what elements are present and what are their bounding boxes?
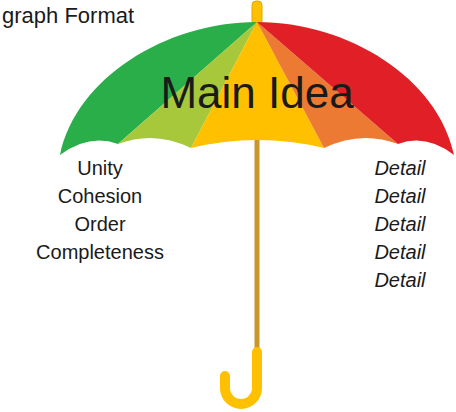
quality-label: Unity: [77, 157, 123, 180]
quality-label: Cohesion: [58, 185, 143, 208]
quality-label: Order: [74, 213, 125, 236]
detail-label: Detail: [374, 269, 425, 292]
umbrella-tip: [252, 1, 262, 25]
detail-label: Detail: [374, 185, 425, 208]
quality-label: Completeness: [36, 241, 164, 264]
detail-label: Detail: [374, 213, 425, 236]
main-idea-label: Main Idea: [160, 68, 353, 119]
detail-label: Detail: [374, 157, 425, 180]
detail-label: Detail: [374, 241, 425, 264]
umbrella-canopy: Main Idea: [56, 18, 456, 160]
heading: graph Format: [2, 3, 134, 28]
umbrella-handle: [225, 352, 257, 404]
